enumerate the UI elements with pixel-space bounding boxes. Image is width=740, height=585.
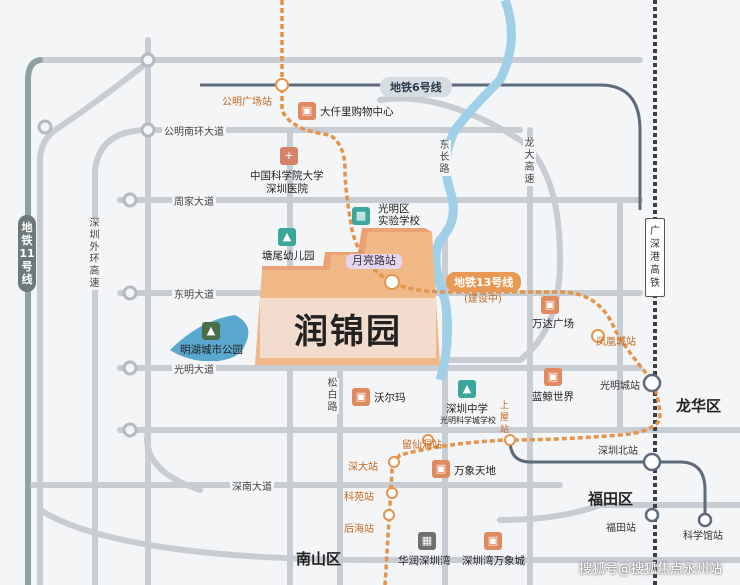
poi-lanjing: 蓝鲸世界: [532, 391, 574, 403]
poi-guangming-school-line2: 实验学校: [378, 215, 420, 227]
watermark: 搜狐号@搜狐焦点永州站: [578, 562, 722, 577]
metro-line-13: [280, 0, 662, 585]
metro-line-6: [200, 83, 642, 210]
poi-daqianli: 大仟里购物中心: [320, 106, 394, 118]
poi-minghu-park: 明湖城市公园: [180, 344, 243, 356]
river: [431, 0, 516, 382]
road-songbai: 松白路: [326, 378, 339, 414]
graduation-cap-icon: ▲: [458, 380, 476, 398]
road-zhoujia: 周家大道: [172, 193, 216, 208]
shopping-bag-icon: ▣: [298, 102, 316, 120]
gray-station-dots: [642, 373, 713, 528]
poi-walmart: 沃尔玛: [374, 392, 406, 404]
poi-shenzhen-middle-line1: 深圳中学: [446, 403, 488, 415]
shopping-bag-icon: ▣: [544, 368, 562, 386]
station-keyuan: 科苑站: [344, 492, 374, 503]
line13-construction-note: (建设中): [464, 294, 502, 305]
project-title-box: 润锦园: [260, 298, 436, 358]
road-guangming: 光明大道: [172, 361, 216, 376]
poi-huarun-bay: 华润深圳湾: [398, 555, 451, 567]
station-shenda: 深大站: [348, 462, 378, 473]
station-yueliang: 月亮路站: [346, 254, 402, 269]
shopping-bag-icon: ▣: [352, 388, 370, 406]
line13-station-dots: [275, 78, 605, 521]
metro-line-6-label: 地铁6号线: [380, 77, 452, 97]
poi-cas-hospital-line2: 深圳医院: [266, 183, 308, 195]
building-icon: ▦: [418, 532, 436, 550]
station-houhai: 后海站: [344, 524, 374, 535]
road-gongming-nanhuan: 公明南环大道: [162, 123, 226, 138]
shopping-bag-icon: ▣: [484, 532, 502, 550]
station-liuxiandong: 留仙洞站: [402, 440, 442, 451]
road-junctions: [37, 52, 156, 438]
road-dongchang: 东长路: [438, 140, 451, 176]
poi-shenzhen-middle-line2: 光明科学城学校: [440, 416, 496, 425]
road-shenzhen-waihuan: 深圳外环高速: [88, 218, 101, 290]
metro-line-11-label: 地铁11号线: [18, 215, 36, 292]
graduation-cap-icon: ▲: [278, 228, 296, 246]
poi-guangming-school-line1: 光明区: [378, 203, 410, 215]
poi-wanda: 万达广场: [532, 318, 574, 330]
hospital-cross-icon: +: [280, 147, 298, 165]
district-nanshan: 南山区: [296, 550, 342, 568]
road-shennan: 深南大道: [230, 478, 274, 493]
station-science-museum: 科学馆站: [683, 531, 723, 542]
station-guangming-city: 光明城站: [600, 381, 640, 392]
project-name: 润锦园: [294, 311, 402, 352]
station-shenzhen-north: 深圳北站: [598, 446, 638, 457]
district-longhua: 龙华区: [676, 397, 722, 415]
shopping-bag-icon: ▣: [541, 296, 559, 314]
station-futian: 福田站: [606, 523, 636, 534]
poi-cas-hospital-line1: 中国科学院大学: [250, 170, 324, 182]
road-longda: 龙大高速: [523, 138, 536, 186]
tree-icon: ▲: [202, 322, 220, 340]
district-futian: 福田区: [588, 490, 634, 508]
poi-mixc: 万象天地: [454, 465, 496, 477]
metro-line-13-label: 地铁13号线: [446, 272, 522, 292]
shopping-bag-icon: ▣: [432, 460, 450, 478]
rail-guangshen-label: 广深港高铁: [645, 218, 665, 297]
school-icon: ▩: [352, 207, 370, 225]
poi-bay-mixc: 深圳湾万象城: [462, 555, 525, 567]
metro-line-futian: [508, 439, 707, 520]
station-gongming-square: 公明广场站: [222, 97, 272, 108]
station-fenghuang-city: 凤凰城站: [596, 337, 636, 348]
poi-tangwei-kindergarten: 塘尾幼儿园: [262, 250, 315, 262]
road-dongming: 东明大道: [172, 286, 216, 301]
station-shangwu: 上屋站: [499, 401, 509, 435]
